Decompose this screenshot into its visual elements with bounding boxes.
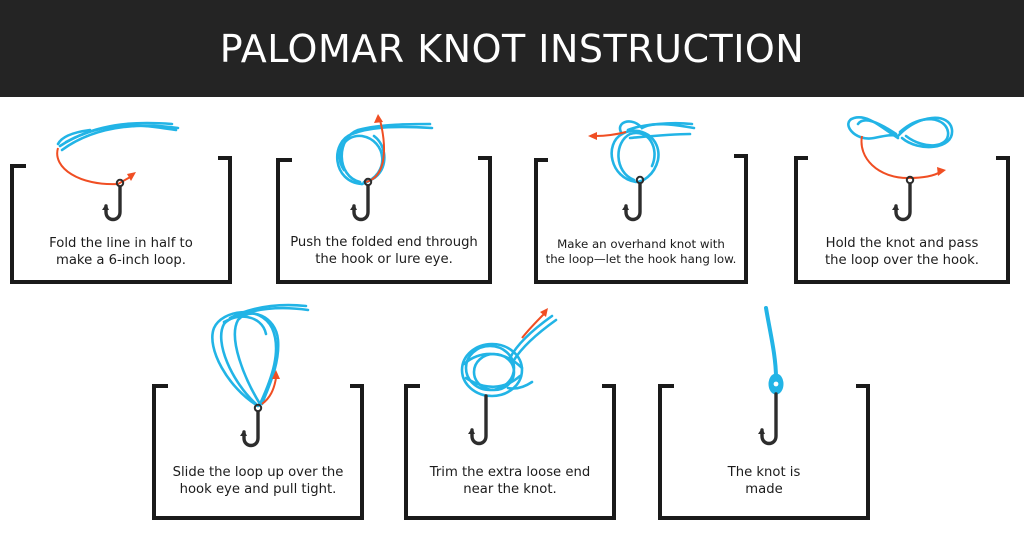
- hook-icon: [758, 392, 778, 446]
- arrow-head: [540, 308, 548, 317]
- hook-icon: [240, 403, 263, 448]
- step-1: Fold the line in half to make a 6-inch l…: [0, 120, 250, 285]
- step-5-illustration: [152, 303, 364, 520]
- step-6: Trim the extra loose end near the knot.: [392, 298, 632, 520]
- fishing-line: [847, 116, 954, 149]
- red-arrow: [521, 313, 545, 339]
- red-arrow: [56, 147, 133, 186]
- step-7-caption: The knot is made: [660, 465, 868, 498]
- caption-line-2: the loop over the hook.: [825, 252, 979, 268]
- step-4-caption: Hold the knot and pass the loop over the…: [798, 236, 1006, 269]
- step-3-caption: Make an overhand knot with the loop—let …: [536, 237, 746, 266]
- fishing-line: [610, 120, 696, 184]
- fishing-line: [56, 121, 180, 152]
- frame: [276, 156, 492, 284]
- step-3-illustration: [534, 120, 748, 284]
- hook-icon: [350, 177, 373, 222]
- fishing-line: [211, 303, 310, 408]
- caption-line-1: Hold the knot and pass: [825, 236, 979, 251]
- caption-line-1: Trim the extra loose end: [429, 465, 591, 480]
- caption-line-2: made: [745, 481, 783, 497]
- arrow-head: [272, 370, 280, 379]
- caption-line-2: the loop—let the hook hang low.: [545, 251, 737, 266]
- step-2-caption: Push the folded end through the hook or …: [278, 235, 490, 268]
- caption-line-2: near the knot.: [463, 481, 557, 497]
- frame: [404, 384, 616, 520]
- step-5: Slide the loop up over the hook eye and …: [140, 298, 380, 520]
- frame: [534, 154, 748, 284]
- arrow-head: [588, 132, 597, 140]
- red-arrow: [860, 135, 941, 180]
- step-6-caption: Trim the extra loose end near the knot.: [406, 465, 614, 498]
- caption-line-2: hook eye and pull tight.: [179, 481, 337, 497]
- page-title: PALOMAR KNOT INSTRUCTION: [219, 26, 805, 71]
- fishing-line: [460, 314, 558, 398]
- step-4-illustration: [794, 116, 1010, 284]
- arrow-head: [374, 114, 383, 123]
- title-banner: PALOMAR KNOT INSTRUCTION: [0, 0, 1024, 97]
- step-2: Push the folded end through the hook or …: [262, 112, 512, 285]
- caption-line-2: the hook or lure eye.: [315, 251, 453, 267]
- frame: [10, 156, 232, 284]
- step-2-illustration: [276, 114, 492, 284]
- step-6-illustration: [404, 308, 616, 520]
- fishing-line: [764, 306, 784, 395]
- arrow-head: [937, 167, 946, 176]
- caption-line-1: Fold the line in half to: [49, 236, 193, 251]
- step-7: The knot is made: [646, 298, 886, 520]
- step-7-illustration: [658, 306, 870, 520]
- step-1-illustration: [10, 121, 232, 284]
- frame: [658, 384, 870, 520]
- red-arrow: [261, 377, 277, 405]
- step-1-caption: Fold the line in half to make a 6-inch l…: [18, 236, 224, 269]
- step-4: Hold the knot and pass the loop over the…: [778, 108, 1024, 285]
- arrow-head: [127, 172, 136, 181]
- hook-icon: [468, 394, 488, 446]
- hook-icon: [622, 175, 645, 222]
- hook-icon: [892, 175, 915, 222]
- red-arrow: [595, 131, 627, 137]
- hook-icon: [102, 178, 125, 222]
- frame: [152, 384, 364, 520]
- caption-line-2: make a 6-inch loop.: [55, 252, 186, 268]
- caption-line-1: Slide the loop up over the: [172, 465, 344, 480]
- caption-line-1: The knot is: [727, 465, 801, 480]
- frame: [794, 156, 1010, 284]
- caption-line-1: Make an overhand knot with: [557, 237, 725, 251]
- step-5-caption: Slide the loop up over the hook eye and …: [154, 465, 362, 498]
- caption-line-1: Push the folded end through: [290, 235, 478, 250]
- step-3: Make an overhand knot with the loop—let …: [522, 108, 772, 285]
